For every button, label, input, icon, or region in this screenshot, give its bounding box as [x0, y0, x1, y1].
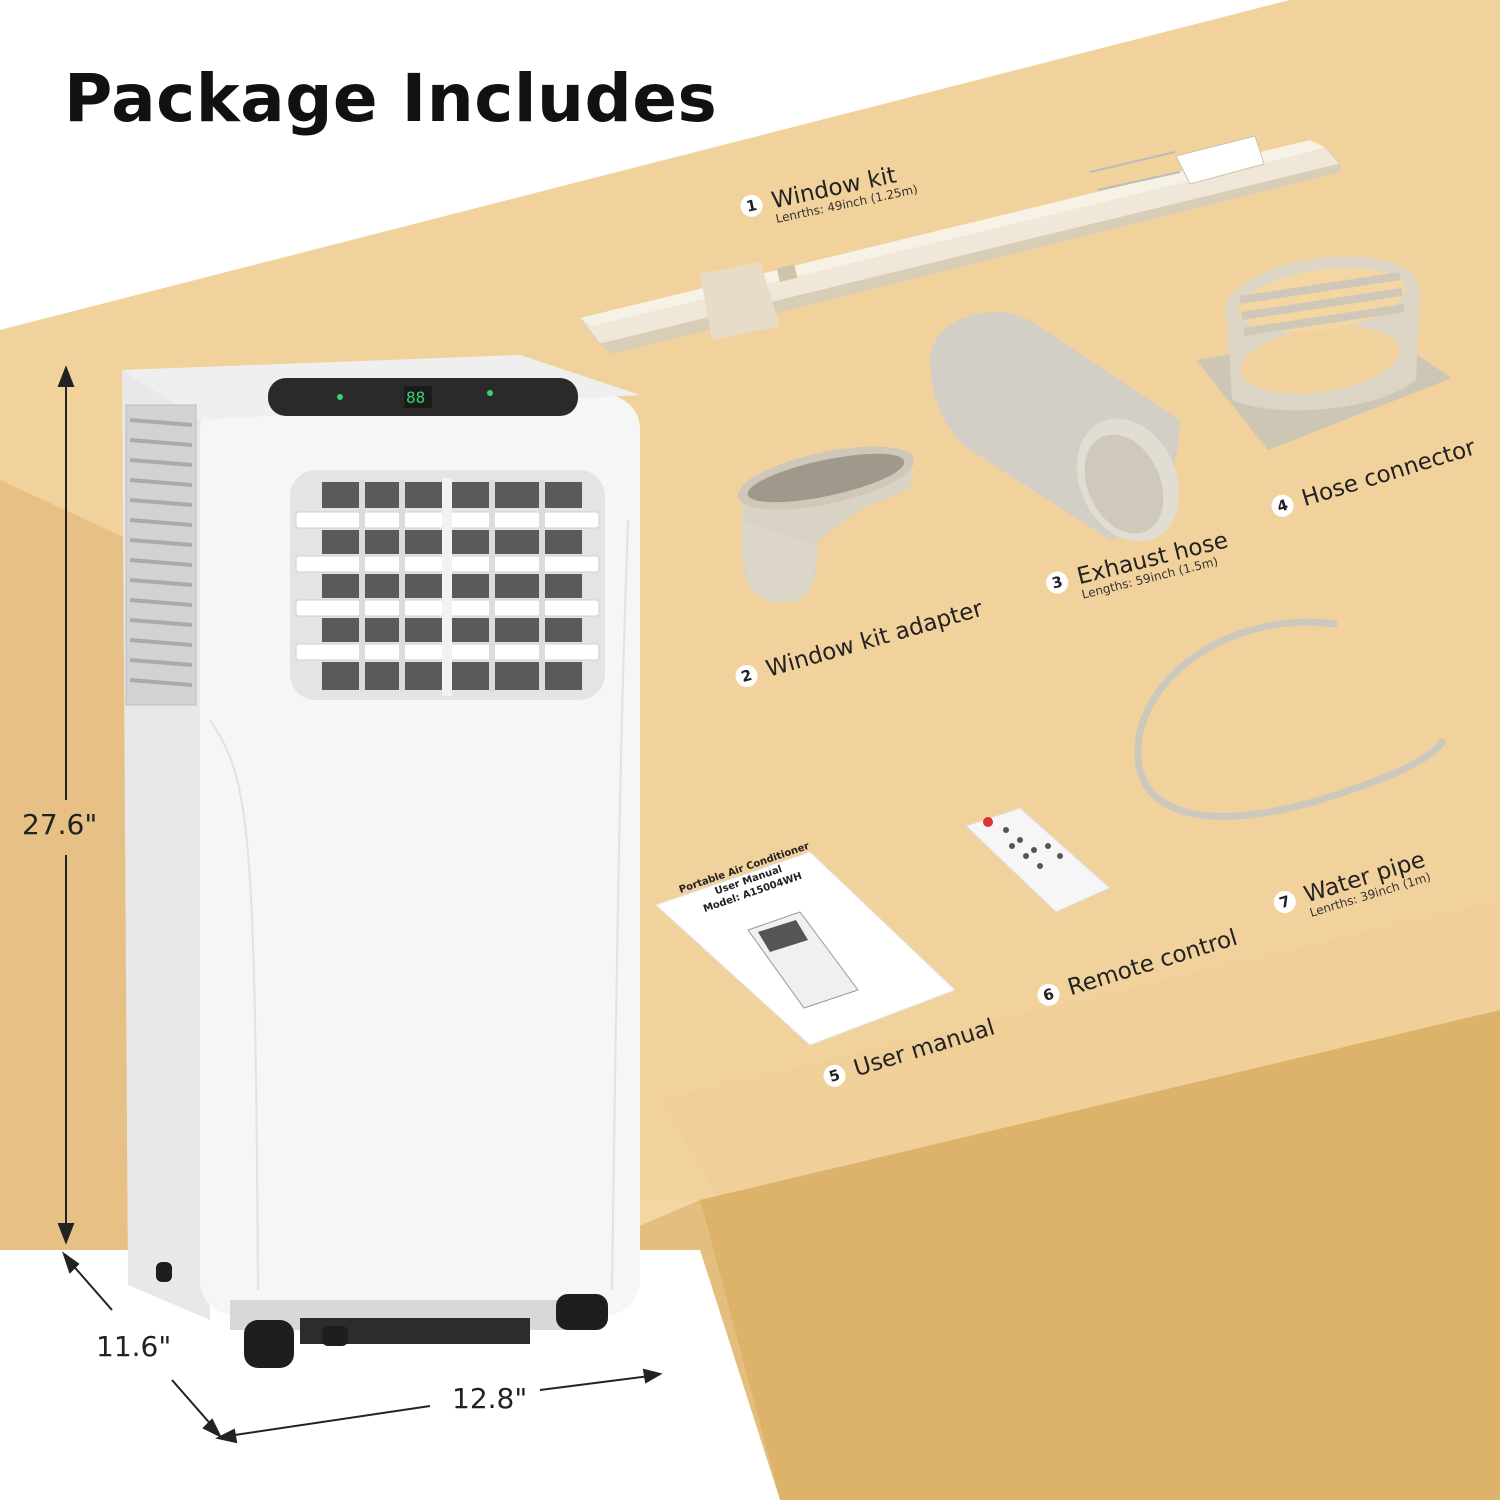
water-pipe — [1134, 618, 1446, 820]
air-conditioner-unit: 88 — [122, 355, 640, 1368]
table-front-edge — [660, 900, 1500, 1200]
height-dimension-line — [57, 365, 75, 1245]
display-digits — [404, 386, 432, 408]
window-kit — [579, 135, 1342, 354]
table-side-face — [700, 1010, 1500, 1500]
window-kit-adapter — [737, 446, 915, 603]
height-dimension-label: 27.6" — [22, 808, 98, 841]
user-manual-booklet — [655, 851, 956, 1046]
depth-dimension-line — [62, 1251, 223, 1439]
exhaust-hose — [930, 312, 1180, 542]
svg-text:88: 88 — [406, 388, 425, 407]
page-title: Package Includes — [64, 60, 718, 137]
side-vent — [125, 404, 197, 706]
remote-control-device — [965, 807, 1111, 913]
hose-connector — [1196, 256, 1452, 450]
depth-dimension-label: 11.6" — [96, 1330, 172, 1363]
caster-wheels — [156, 1262, 608, 1368]
item-number-badge: 1 — [738, 192, 765, 219]
item-number-badge: 2 — [732, 662, 761, 690]
width-dimension-line — [215, 1368, 663, 1444]
item-number-badge: 3 — [1043, 569, 1071, 596]
width-dimension-label: 12.8" — [452, 1382, 528, 1415]
